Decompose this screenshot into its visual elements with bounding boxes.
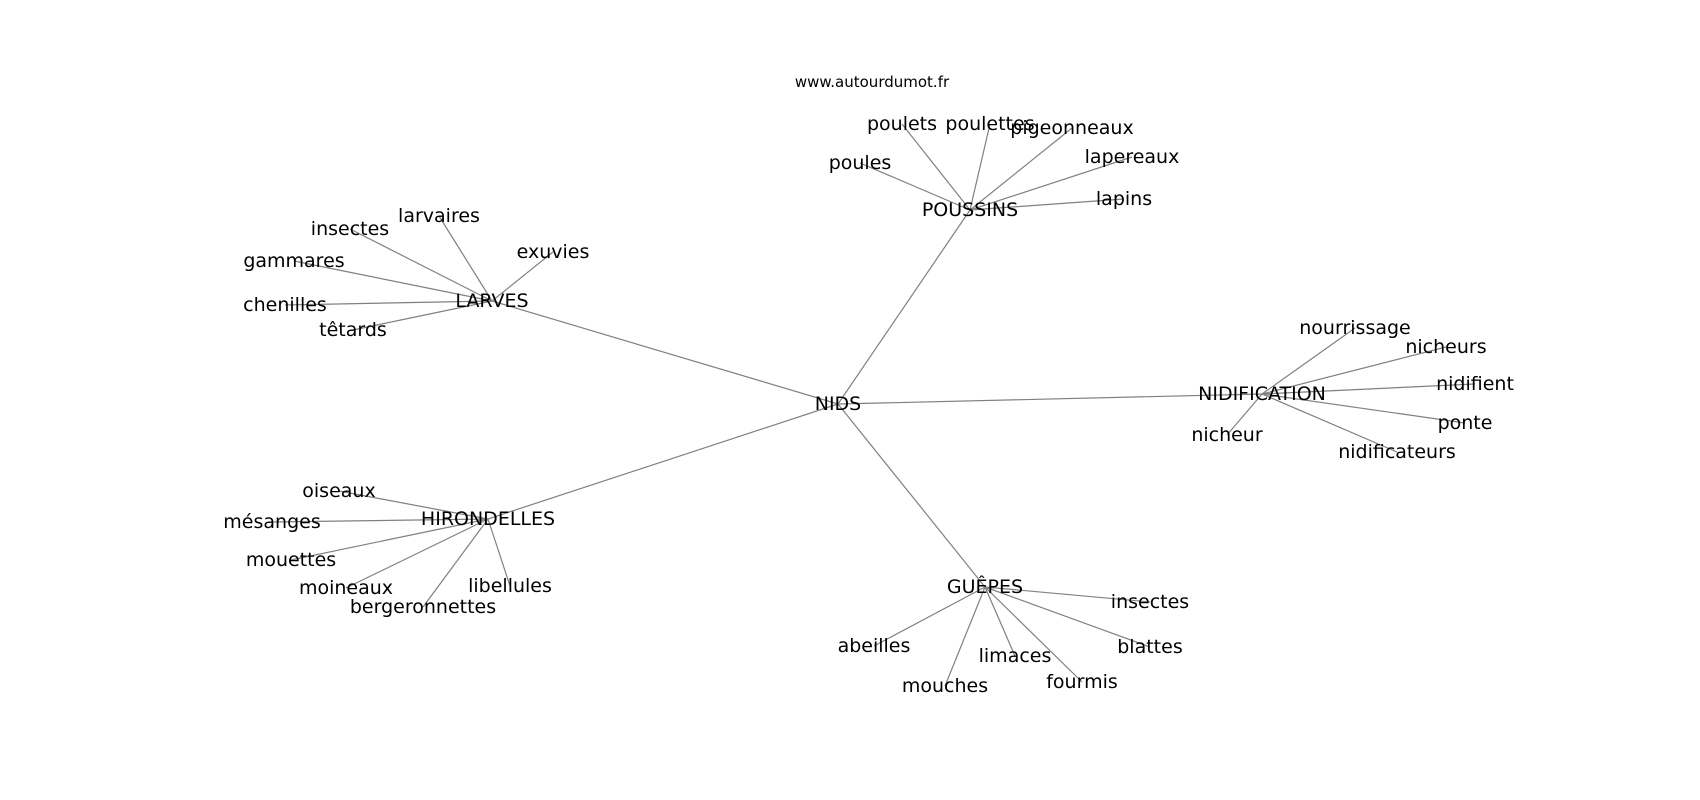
word-node: pigeonneaux	[1010, 117, 1133, 139]
word-node: insectes	[1111, 591, 1189, 613]
edge-cluster-to-word	[352, 300, 493, 331]
edge-cluster-to-word	[338, 490, 489, 520]
cluster-node: NIDIFICATION	[1198, 383, 1326, 405]
word-node: chenilles	[243, 294, 327, 316]
edge-cluster-to-word	[1261, 393, 1466, 424]
edge-cluster-to-word	[984, 586, 1016, 657]
edge-cluster-to-word	[422, 518, 489, 608]
word-node: oiseaux	[302, 480, 375, 502]
word-node: lapins	[1096, 188, 1152, 210]
word-node: nidificateurs	[1338, 441, 1456, 463]
edge-cluster-to-word	[1261, 393, 1398, 453]
edge-cluster-to-word	[1261, 327, 1356, 395]
word-node: poulettes	[945, 113, 1034, 135]
word-node: abeilles	[838, 635, 911, 657]
word-node: nicheur	[1191, 424, 1263, 446]
edge-center-to-cluster	[491, 300, 839, 405]
cluster-node: GUÊPES	[947, 575, 1023, 598]
word-node: mésanges	[223, 511, 320, 533]
cluster-node: LARVES	[455, 290, 528, 312]
edge-cluster-to-word	[1261, 383, 1476, 395]
word-node: nidifient	[1436, 373, 1514, 395]
word-node: poules	[829, 152, 892, 174]
edge-cluster-to-word	[944, 586, 986, 687]
edge-cluster-to-word	[345, 518, 489, 589]
word-node: exuvies	[517, 241, 590, 263]
edge-cluster-to-word	[901, 123, 971, 211]
edge-cluster-to-word	[969, 127, 1073, 211]
word-node: mouches	[902, 675, 988, 697]
cluster-node: POUSSINS	[922, 199, 1018, 221]
edge-cluster-to-word	[984, 586, 1083, 683]
edge-cluster-to-word	[284, 300, 493, 306]
word-node: bergeronnettes	[350, 596, 496, 618]
edge-cluster-to-word	[438, 215, 493, 302]
word-node: nourrissage	[1299, 317, 1410, 339]
word-node: moineaux	[299, 577, 393, 599]
word-node: mouettes	[246, 549, 336, 571]
edge-cluster-to-word	[491, 251, 554, 302]
edge-center-to-cluster	[837, 403, 986, 588]
edge-center-to-cluster	[837, 393, 1263, 405]
edge-cluster-to-word	[969, 123, 991, 211]
word-node: limaces	[979, 645, 1052, 667]
edge-cluster-to-word	[271, 518, 489, 523]
edges-layer	[271, 123, 1476, 687]
word-node: lapereaux	[1085, 146, 1180, 168]
word-node: larvaires	[398, 205, 480, 227]
edge-cluster-to-word	[290, 518, 489, 561]
edge-center-to-cluster	[837, 209, 971, 405]
site-url: www.autourdumot.fr	[795, 73, 950, 91]
word-node: ponte	[1438, 412, 1493, 434]
cluster-node: HIRONDELLES	[421, 508, 555, 530]
edge-cluster-to-word	[873, 586, 986, 647]
edge-cluster-to-word	[984, 586, 1151, 603]
edge-cluster-to-word	[969, 198, 1125, 211]
center-word: NIDS	[815, 393, 862, 415]
word-node: gammares	[243, 250, 344, 272]
edge-cluster-to-word	[984, 586, 1151, 648]
edge-cluster-to-word	[349, 228, 493, 302]
word-node: têtards	[319, 319, 387, 341]
edge-cluster-to-word	[969, 156, 1133, 211]
edge-cluster-to-word	[859, 162, 971, 211]
word-node: libellules	[468, 575, 552, 597]
word-node: poulets	[867, 113, 937, 135]
edge-center-to-cluster	[487, 403, 839, 520]
edge-cluster-to-word	[1226, 393, 1263, 436]
word-node: nicheurs	[1405, 336, 1486, 358]
word-node: blattes	[1117, 636, 1182, 658]
word-node: insectes	[311, 218, 389, 240]
edge-cluster-to-word	[487, 518, 511, 587]
edge-cluster-to-word	[1261, 346, 1447, 395]
word-node: fourmis	[1046, 671, 1118, 693]
edge-cluster-to-word	[293, 260, 493, 302]
